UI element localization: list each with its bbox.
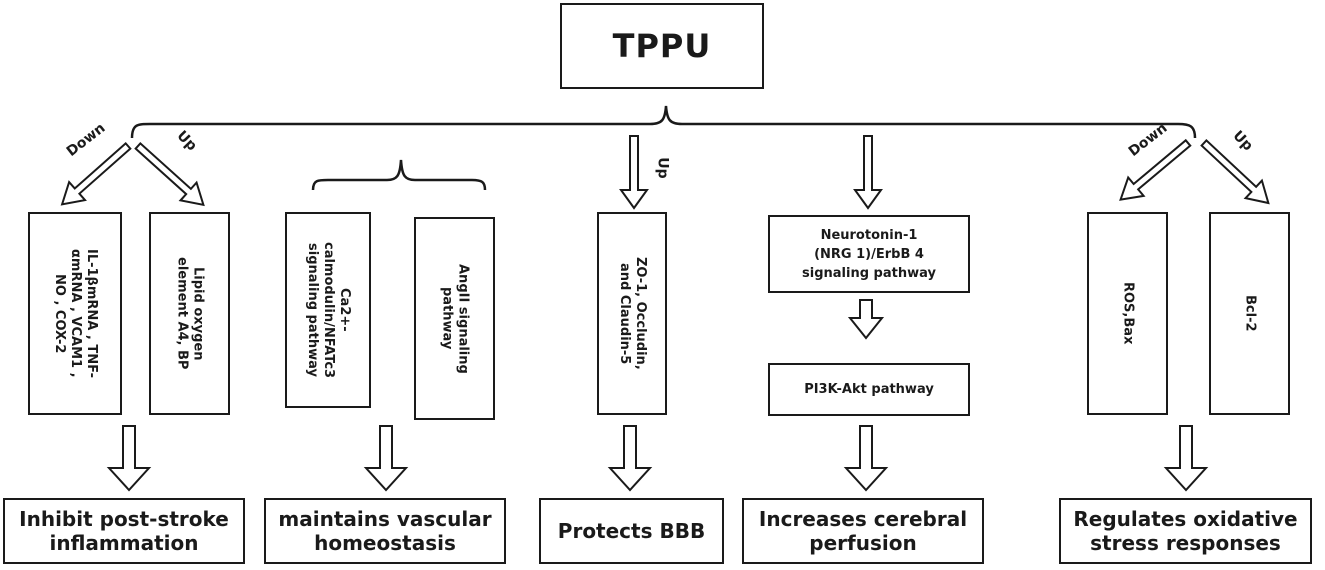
outcome-1: Inhibit post-stroke inflammation [19,507,229,555]
box-branch3: ZO-1, Occludin, and Claudin-5 [597,212,667,415]
arrow-to-neurotonin [853,135,883,210]
up-arrow-branch3 [619,135,649,210]
top-box-branch4-text: Neurotonin-1 (NRG 1)/ErbB 4 signaling pa… [802,227,936,281]
outcome-box-2: maintains vascular homeostasis [264,498,506,564]
up-box-branch5: Bcl-2 [1209,212,1290,415]
outcome-3: Protects BBB [557,519,706,543]
down-box-branch5: ROS,Bax [1087,212,1168,415]
top-box-branch4: Neurotonin-1 (NRG 1)/ErbB 4 signaling pa… [768,215,970,293]
left-box-branch2-text: Ca2+- calmodulin/NFATc3 signaling pathwa… [305,241,352,379]
left-box-branch2: Ca2+- calmodulin/NFATc3 signaling pathwa… [285,212,371,408]
down-box-branch1: IL-1βmRNA , TNF- αmRNA , VCAM1 , NO , CO… [28,212,122,415]
outcome-box-3: Protects BBB [539,498,724,564]
outcome-4: Increases cerebral perfusion [758,507,968,555]
up-arrow-branch5 [1200,139,1270,205]
outcome-box-4: Increases cerebral perfusion [742,498,984,564]
tppu-title-box: TPPU [560,3,764,89]
outcome-5: Regulates oxidative stress responses [1073,507,1298,555]
outcome-box-1: Inhibit post-stroke inflammation [3,498,245,564]
outcome-2: maintains vascular homeostasis [278,507,492,555]
main-brace [130,105,1197,139]
bottom-box-branch4: PI3K-Akt pathway [768,363,970,416]
arrow-to-outcome3 [607,425,653,492]
outcome-box-5: Regulates oxidative stress responses [1059,498,1312,564]
arrow-to-outcome4 [843,425,889,492]
title: TPPU [612,27,712,65]
down-box-branch5-text: ROS,Bax [1120,282,1136,345]
arrow-to-outcome5 [1163,425,1209,492]
up-label-branch3: Up [654,157,671,179]
right-box-branch2-text: AngII signaling pathway [439,263,471,374]
sub-brace [311,159,487,191]
up-arrow-branch1 [134,141,205,207]
down-arrow-branch1 [60,141,132,206]
up-box-branch5-text: Bcl-2 [1242,295,1258,332]
arrow-to-outcome1 [106,425,152,492]
arrow-to-pi3k [847,299,885,340]
down-box-branch1-text: IL-1βmRNA , TNF- αmRNA , VCAM1 , NO , CO… [52,249,99,378]
box-branch3-text: ZO-1, Occludin, and Claudin-5 [617,257,648,370]
bottom-box-branch4-text: PI3K-Akt pathway [804,382,934,397]
right-box-branch2: AngII signaling pathway [414,217,495,420]
up-box-branch1-text: Lipid oxygen element A4, BP [174,257,206,370]
up-box-branch1: Lipid oxygen element A4, BP [149,212,230,415]
arrow-to-outcome2 [363,425,409,492]
down-arrow-branch5 [1119,138,1192,201]
